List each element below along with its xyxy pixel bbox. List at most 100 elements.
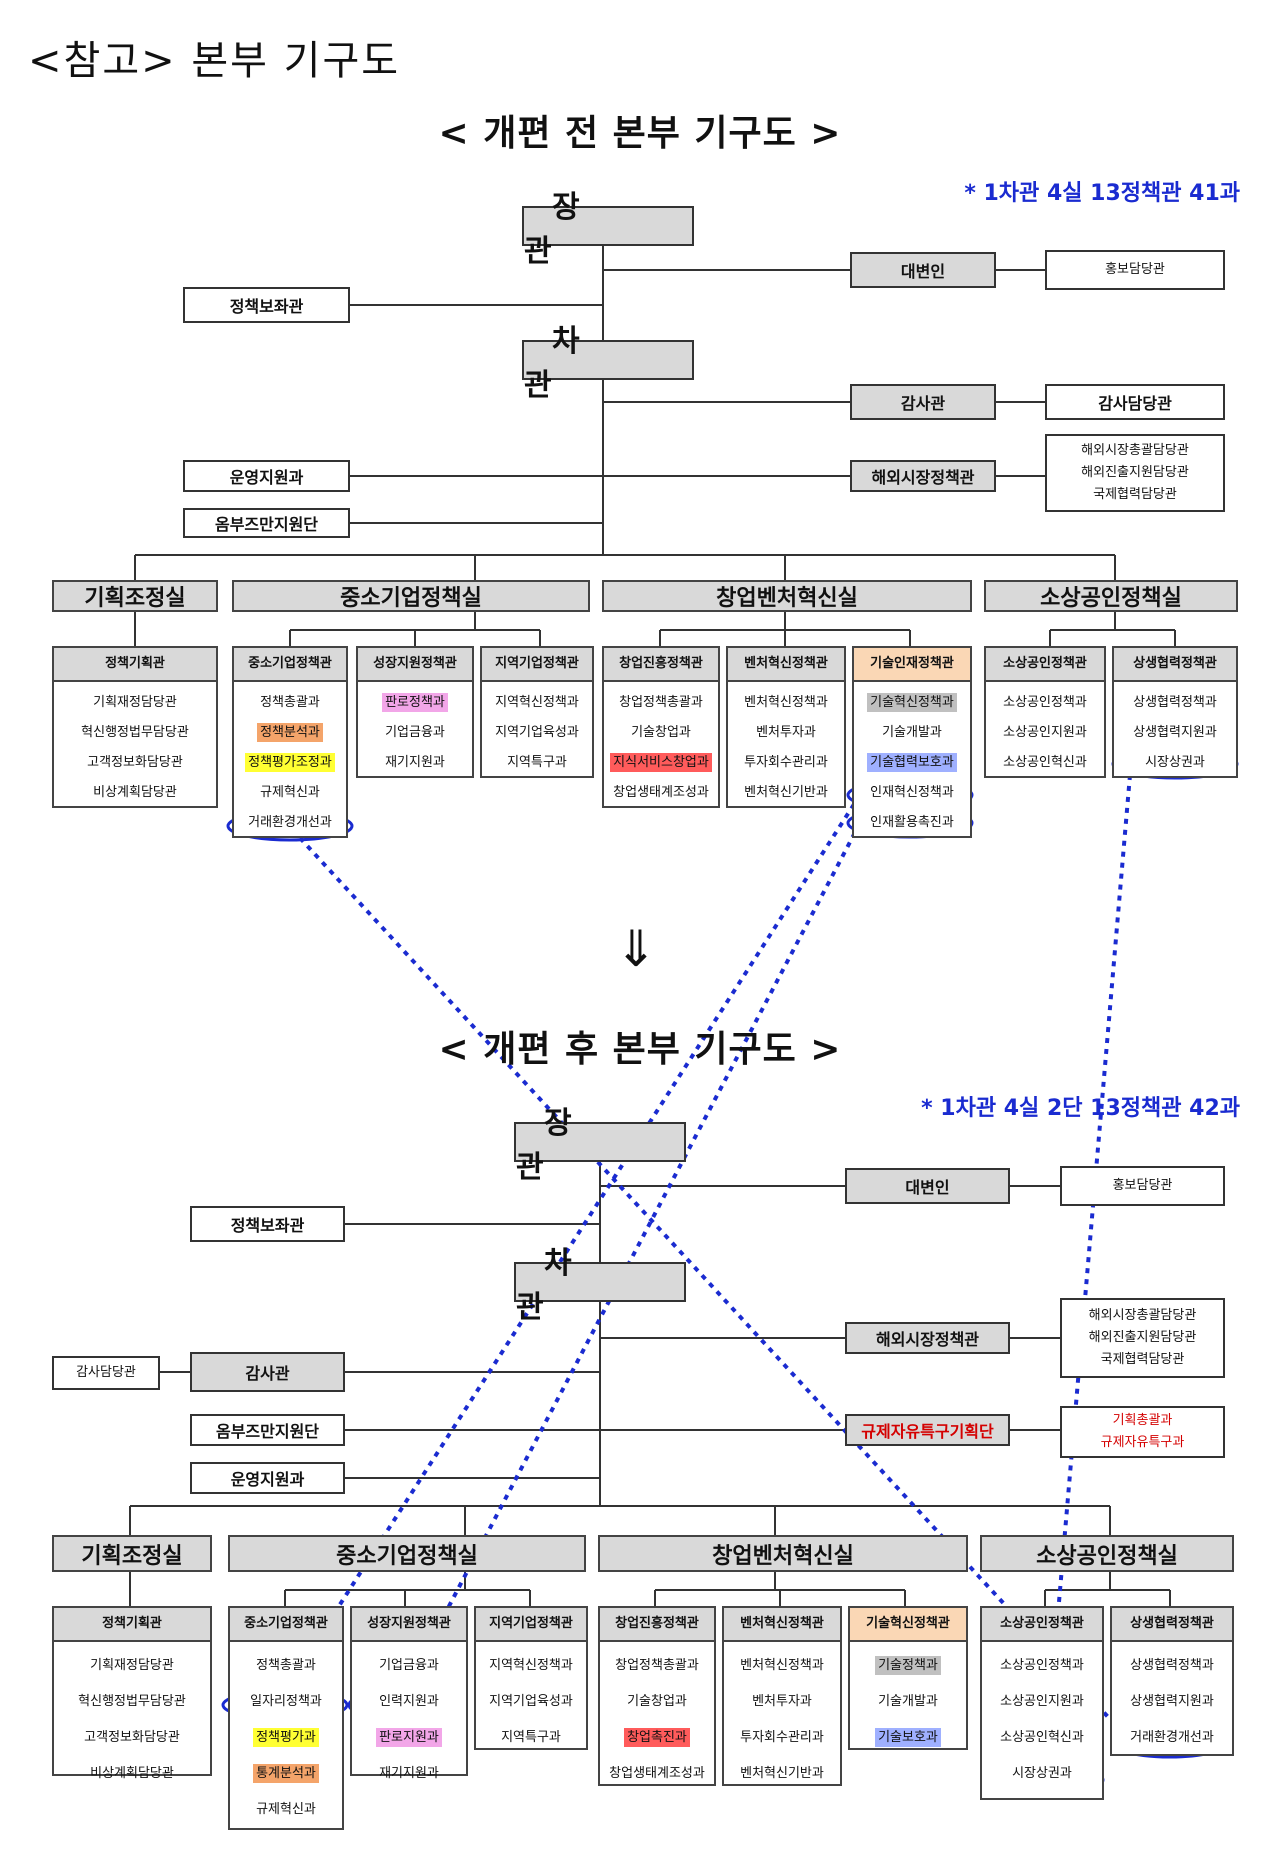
- before-col-7-head: 기술인재정책관: [854, 648, 970, 682]
- after-overseas-sub-2: 해외진출지원담당관: [1088, 1330, 1197, 1345]
- before-ops-support-box: 운영지원과: [183, 460, 350, 492]
- before-col-2-item-4: 규제혁신과: [234, 778, 346, 808]
- before-col-4-head: 지역기업정책관: [482, 648, 592, 682]
- before-spokesperson-box: 대변인: [850, 252, 996, 288]
- before-col-4: 지역기업정책관 지역혁신정책과 지역기업육성과 지역특구과: [480, 646, 594, 778]
- after-col-7-item-3: 기술보호과: [850, 1720, 966, 1756]
- after-office-1: 기획조정실: [52, 1535, 212, 1572]
- before-col-6-head: 벤처혁신정책관: [728, 648, 844, 682]
- before-col-2-item-4-text: 규제혁신과: [260, 785, 320, 800]
- after-col-7: 기술혁신정책관 기술정책과 기술개발과 기술보호과: [848, 1606, 968, 1750]
- after-ops-support-box: 운영지원과: [190, 1462, 345, 1494]
- before-pr-box: 홍보담당관: [1045, 250, 1225, 290]
- before-col-2-item-2-text: 정책분석과: [257, 723, 323, 742]
- after-col-3-item-2: 인력지원과: [352, 1684, 466, 1720]
- after-col-1-head: 정책기획관: [54, 1608, 210, 1642]
- before-col-2-head: 중소기업정책관: [234, 648, 346, 682]
- after-vice-box: 차 관: [514, 1246, 686, 1325]
- before-col-5-head: 창업진흥정책관: [604, 648, 718, 682]
- after-col-4: 지역기업정책관 지역혁신정책과 지역기업육성과 지역특구과: [474, 1606, 588, 1750]
- after-col-3-item-3: 판로지원과: [352, 1720, 466, 1756]
- before-col-5-item-1: 창업정책총괄과: [604, 688, 718, 718]
- after-col-2: 중소기업정책관 정책총괄과 일자리정책과 정책평가과 통계분석과 규제혁신과: [228, 1606, 344, 1830]
- before-col-4-item-2: 지역기업육성과: [495, 725, 579, 740]
- before-col-5-item-2-text: 기술창업과: [631, 725, 691, 740]
- after-col-8: 소상공인정책관 소상공인정책과 소상공인지원과 소상공인혁신과 시장상권과: [980, 1606, 1104, 1800]
- before-col-2-item-3-text: 정책평가조정과: [245, 753, 335, 772]
- before-col-2-item-3: 정책평가조정과: [234, 748, 346, 778]
- before-col-9-item-2: 상생협력지원과: [1133, 725, 1217, 740]
- after-col-7-item-3-text: 기술보호과: [875, 1728, 941, 1747]
- after-col-1-item-2: 혁신행정법무담당관: [78, 1694, 186, 1709]
- before-col-3-item-1-text: 판로정책과: [382, 693, 448, 712]
- after-col-9-item-3: 거래환경개선과: [1130, 1730, 1214, 1745]
- after-col-5-item-1-text: 창업정책총괄과: [615, 1658, 699, 1673]
- before-office-2: 중소기업정책실: [232, 580, 590, 612]
- after-col-6: 벤처혁신정책관 벤처혁신정책과 벤처투자과 투자회수관리과 벤처혁신기반과: [722, 1606, 842, 1786]
- before-col-5-item-1-text: 창업정책총괄과: [619, 695, 703, 710]
- after-col-3-item-4-text: 재기지원과: [379, 1766, 439, 1781]
- after-col-6-item-2: 벤처투자과: [752, 1694, 812, 1709]
- after-col-6-item-3: 투자회수관리과: [740, 1730, 824, 1745]
- after-regulation-sub: 기획총괄과 규제자유특구과: [1060, 1406, 1225, 1458]
- after-col-8-item-3: 소상공인혁신과: [1000, 1730, 1084, 1745]
- before-overseas-sub: 해외시장총괄담당관 해외진출지원담당관 국제협력담당관: [1045, 434, 1225, 512]
- before-col-3-item-2-text: 기업금융과: [385, 725, 445, 740]
- before-col-7-item-2-text: 기술개발과: [882, 725, 942, 740]
- before-col-9-item-1: 상생협력정책과: [1133, 695, 1217, 710]
- before-col-6-item-3: 투자회수관리과: [744, 755, 828, 770]
- after-regulation-sub-1: 기획총괄과: [1112, 1413, 1173, 1428]
- after-col-8-item-4: 시장상권과: [1012, 1766, 1072, 1781]
- after-col-3-item-1: 기업금융과: [352, 1648, 466, 1684]
- before-col-9-head: 상생협력정책관: [1114, 648, 1236, 682]
- after-audit-officer-label: 감사담당관: [76, 1365, 136, 1380]
- before-col-2-item-5-text: 거래환경개선과: [248, 815, 332, 830]
- after-col-9-item-1: 상생협력정책과: [1130, 1658, 1214, 1673]
- after-col-5-item-4-text: 창업생태계조성과: [609, 1766, 705, 1781]
- after-col-5-item-2: 기술창업과: [600, 1684, 714, 1720]
- before-title: < 개편 전 본부 기구도 >: [438, 113, 842, 154]
- after-col-2-head: 중소기업정책관: [230, 1608, 342, 1642]
- before-col-8-item-2: 소상공인지원과: [1003, 725, 1087, 740]
- after-col-2-item-4: 통계분석과: [230, 1756, 342, 1792]
- after-regulation-box: 규제자유특구기획단: [845, 1414, 1010, 1446]
- before-col-3: 성장지원정책관 판로정책과 기업금융과 재기지원과: [356, 646, 474, 778]
- after-col-1: 정책기획관 기획재정담당관 혁신행정법무담당관 고객정보화담당관 비상계획담당관: [52, 1606, 212, 1781]
- after-office-2: 중소기업정책실: [228, 1535, 586, 1572]
- after-note: * 1차관 4실 2단 13정책관 42과: [921, 1096, 1240, 1121]
- after-col-3-head: 성장지원정책관: [352, 1608, 466, 1642]
- before-col-2-item-5: 거래환경개선과: [234, 808, 346, 838]
- before-col-6: 벤처혁신정책관 벤처혁신정책과 벤처투자과 투자회수관리과 벤처혁신기반과: [726, 646, 846, 808]
- after-office-4: 소상공인정책실: [980, 1535, 1234, 1572]
- after-col-7-item-1-text: 기술정책과: [875, 1656, 941, 1675]
- page-heading: <참고> 본부 기구도: [28, 38, 401, 84]
- before-col-6-item-4: 벤처혁신기반과: [744, 785, 828, 800]
- before-col-3-item-3-text: 재기지원과: [385, 755, 445, 770]
- after-overseas-box: 해외시장정책관: [845, 1322, 1010, 1354]
- before-overseas-sub-2: 해외진출지원담당관: [1081, 465, 1189, 480]
- after-col-5-item-2-text: 기술창업과: [627, 1694, 687, 1709]
- after-col-3-item-1-text: 기업금융과: [379, 1658, 439, 1673]
- before-col-7-item-4: 인재혁신정책과: [854, 778, 970, 808]
- before-col-1-item-3: 고객정보화담당관: [87, 755, 183, 770]
- after-col-6-item-4: 벤처혁신기반과: [740, 1766, 824, 1781]
- after-col-7-item-2-text: 기술개발과: [878, 1694, 938, 1709]
- before-col-7-item-2: 기술개발과: [854, 718, 970, 748]
- after-col-7-item-1: 기술정책과: [850, 1648, 966, 1684]
- before-col-9-item-3: 시장상권과: [1145, 755, 1205, 770]
- after-col-5-item-4: 창업생태계조성과: [600, 1756, 714, 1792]
- before-col-8-item-1: 소상공인정책과: [1003, 695, 1087, 710]
- before-office-3: 창업벤처혁신실: [602, 580, 972, 612]
- before-overseas-sub-3: 국제협력담당관: [1093, 487, 1177, 502]
- after-col-2-item-3-text: 정책평가과: [253, 1728, 319, 1747]
- after-col-5-item-3-text: 창업촉진과: [624, 1728, 690, 1747]
- after-col-6-item-1: 벤처혁신정책과: [740, 1658, 824, 1673]
- down-arrow-icon: ⇓: [615, 920, 657, 978]
- before-col-3-item-2: 기업금융과: [358, 718, 472, 748]
- before-col-1-item-1: 기획재정담당관: [93, 695, 177, 710]
- before-col-3-item-3: 재기지원과: [358, 748, 472, 778]
- after-inspector-box: 감사관: [190, 1352, 345, 1392]
- after-pr-box: 홍보담당관: [1060, 1166, 1225, 1206]
- before-col-7-item-3: 기술협력보호과: [854, 748, 970, 778]
- before-audit-officer-box: 감사담당관: [1045, 384, 1225, 420]
